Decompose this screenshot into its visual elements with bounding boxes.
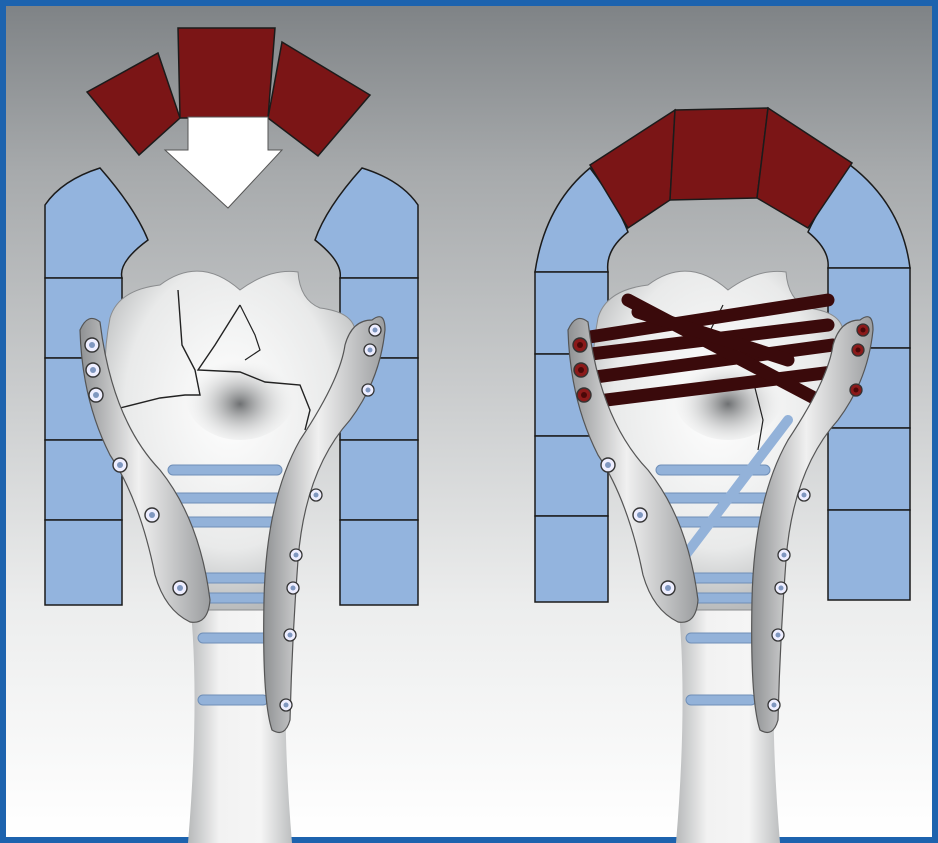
screw	[686, 633, 756, 643]
tibia-illustrations	[80, 271, 873, 843]
right-keystone	[590, 108, 852, 228]
screw-head	[577, 342, 583, 348]
screw-head	[782, 553, 787, 558]
arch-block	[315, 168, 418, 278]
screw-head	[373, 328, 378, 333]
screw-head	[314, 493, 319, 498]
screw-head	[284, 703, 289, 708]
keystone-block	[87, 53, 180, 155]
screw-head	[665, 585, 671, 591]
keystone-block	[178, 28, 275, 118]
arch-block	[828, 428, 910, 510]
screw-head	[93, 392, 99, 398]
screw-head	[776, 633, 781, 638]
arch-block	[340, 440, 418, 520]
arch-block	[45, 520, 122, 605]
screw	[168, 493, 282, 503]
screw	[686, 573, 756, 583]
joint-surface	[185, 350, 295, 440]
screw-head	[578, 367, 584, 373]
screw-head	[779, 586, 784, 591]
screw-head	[294, 553, 299, 558]
screw-head	[368, 348, 373, 353]
arch-block	[535, 516, 608, 602]
screw-head	[291, 586, 296, 591]
screw-head	[89, 342, 95, 348]
arch-block	[340, 520, 418, 605]
screw-head	[637, 512, 643, 518]
screw	[168, 465, 282, 475]
arch-block	[828, 510, 910, 600]
keystone-block	[670, 108, 768, 200]
screw	[198, 695, 268, 705]
screw-head	[149, 512, 155, 518]
screw-head	[854, 388, 859, 393]
screw-head	[861, 328, 866, 333]
screw-head	[802, 493, 807, 498]
keystone-block	[268, 42, 370, 156]
screw-head	[90, 367, 96, 373]
screw-head	[288, 633, 293, 638]
screw-head	[177, 585, 183, 591]
screw-head	[581, 392, 587, 398]
arch-block	[45, 168, 148, 278]
down-arrow-icon	[165, 117, 282, 208]
screw	[198, 633, 268, 643]
screw-head	[366, 388, 371, 393]
screw-head	[772, 703, 777, 708]
screw	[198, 573, 268, 583]
screw	[686, 695, 756, 705]
screw	[656, 493, 770, 503]
screw-head	[856, 348, 861, 353]
screw-head	[605, 462, 611, 468]
screw-head	[117, 462, 123, 468]
